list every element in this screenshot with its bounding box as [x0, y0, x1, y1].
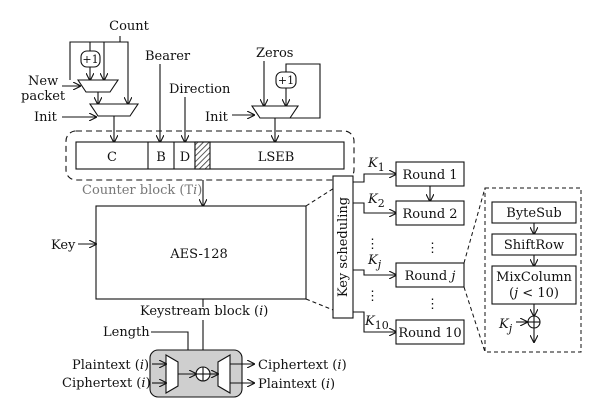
kj-arrow	[353, 269, 396, 275]
direction-label: Direction	[169, 82, 231, 97]
xor-unit-demux-in	[165, 354, 179, 394]
new-packet-label-1: New	[28, 74, 58, 89]
length-label: Length	[103, 325, 150, 340]
keystream-label: Keystream block (i)	[140, 304, 268, 319]
k2-arrow	[353, 202, 396, 213]
count-wire-right	[120, 41, 129, 90]
plus-one-loop-right	[276, 63, 321, 119]
count-label: Count	[109, 19, 150, 34]
round-2-box	[395, 200, 465, 226]
round-expand-bottom	[463, 286, 486, 353]
shiftrow-label: ShiftRow	[504, 238, 564, 253]
round-10-box	[395, 319, 465, 345]
init-right-label: Init	[205, 110, 229, 125]
k10-label: K10	[364, 314, 389, 332]
expand-line-top	[305, 175, 354, 207]
counter-block: C B D LSEB	[75, 141, 345, 170]
xor-unit-mux-out	[217, 354, 231, 394]
count-mux-group: Count +1 New packet Init	[21, 19, 150, 142]
plaintext-in-label: Plaintext (i)	[72, 358, 149, 373]
bearer-label: Bearer	[145, 49, 191, 64]
k10-arrow	[353, 311, 396, 332]
key-scheduling-box	[332, 175, 354, 319]
field-d: D	[180, 150, 190, 165]
counter-block-caption: Counter block (Ti)	[82, 183, 202, 198]
round-j-box	[395, 262, 465, 288]
rounds-dots-2: ⋮	[426, 297, 439, 312]
ks-dots-1: ⋮	[366, 237, 379, 252]
rounds-dots-1: ⋮	[426, 241, 439, 256]
mixcolumn-condition: (j < 10)	[509, 286, 559, 301]
mux-right	[250, 105, 300, 119]
aes-128-label: AES-128	[169, 247, 227, 262]
mixcolumn-box	[491, 265, 577, 305]
mux-outer	[88, 103, 140, 117]
mux-inner	[76, 79, 120, 93]
key-label: Key	[51, 238, 76, 253]
init-left-label: Init	[34, 110, 58, 125]
kj-label: Kj	[367, 253, 382, 271]
round-kj-label: Kj	[498, 317, 513, 335]
round-expand-top	[463, 187, 486, 264]
field-b: B	[156, 150, 166, 165]
aes-128-box	[95, 205, 307, 300]
k1-label: K1	[367, 156, 385, 174]
padding-hatch	[194, 141, 211, 170]
key-scheduling-label: Key scheduling	[336, 197, 351, 297]
new-packet-label-2: packet	[21, 89, 66, 104]
count-wire	[69, 36, 121, 80]
ks-dots-2: ⋮	[366, 289, 379, 304]
plus-one-label-left: +1	[82, 53, 98, 66]
zeros-mux-group: Zeros +1 Init	[205, 46, 321, 142]
round-10-label: Round 10	[398, 326, 461, 341]
round-2-label: Round 2	[402, 207, 457, 222]
counter-block-dashed-frame	[65, 130, 355, 181]
plaintext-out-label: Plaintext (i)	[258, 377, 335, 392]
field-lseb: LSEB	[258, 150, 295, 165]
round-1-label: Round 1	[402, 168, 457, 183]
plus-one-label-right: +1	[278, 74, 294, 87]
zeros-label: Zeros	[256, 46, 293, 61]
k2-label: K2	[367, 192, 385, 210]
mixcolumn-label: MixColumn	[496, 270, 572, 285]
field-c: C	[107, 150, 117, 165]
k1-arrow	[353, 174, 396, 183]
bytesub-label: ByteSub	[506, 206, 561, 221]
round-detail-frame	[484, 187, 582, 353]
ciphertext-in-label: Ciphertext (i)	[62, 376, 151, 391]
round-j-label: Round j	[405, 269, 456, 284]
ciphertext-out-label: Ciphertext (i)	[258, 358, 347, 373]
